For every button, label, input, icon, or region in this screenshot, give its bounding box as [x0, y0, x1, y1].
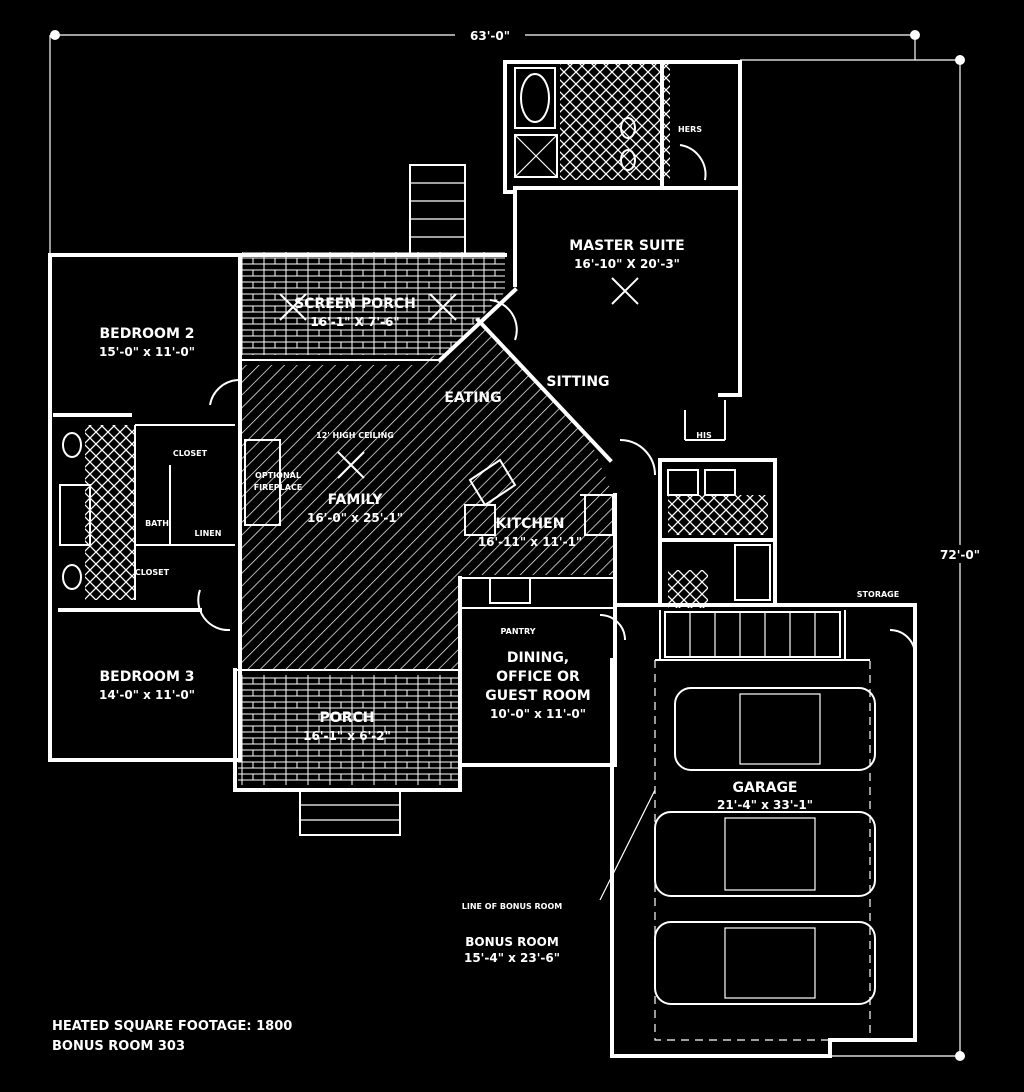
dining-label-2: OFFICE OR: [496, 669, 580, 685]
half-bath-tile: [668, 570, 708, 608]
linen-label: LINEN: [195, 529, 222, 538]
family-size: 16'-0" x 25'-1": [307, 511, 403, 525]
porch-floor: [238, 675, 460, 785]
garage-label: GARAGE: [733, 780, 798, 796]
depth-dimension: 72'-0": [940, 548, 980, 562]
hers-label: HERS: [678, 125, 702, 134]
fireplace-label-1: OPTIONAL: [255, 471, 301, 480]
screen-porch-label: SCREEN PORCH: [294, 296, 416, 312]
screen-porch-floor: [242, 252, 505, 355]
porch-size: 16'-1" x 6'-2": [303, 729, 391, 743]
pantry-label: PANTRY: [501, 627, 536, 636]
eating-label: EATING: [444, 390, 501, 406]
bonus-room-label: BONUS ROOM: [465, 935, 559, 949]
bath-label: BATH: [145, 519, 169, 528]
door-swings: [197, 144, 916, 656]
width-dimension: 63'-0": [470, 29, 510, 43]
bonus-room-leader: [599, 789, 656, 901]
closet-lower-label: CLOSET: [135, 568, 170, 577]
kitchen-label: KITCHEN: [496, 516, 565, 532]
family-label: FAMILY: [328, 492, 384, 508]
kitchen-island-sink: [468, 458, 517, 507]
car-1: [674, 687, 876, 771]
storage-label: STORAGE: [857, 590, 899, 599]
his-label: HIS: [696, 431, 712, 440]
ceiling-fans: [279, 277, 639, 479]
closet-upper-label: CLOSET: [173, 449, 208, 458]
range: [489, 577, 531, 604]
car-2: [654, 811, 876, 897]
master-suite-size: 16'-10" X 20'-3": [574, 257, 680, 271]
washer: [667, 469, 699, 496]
kitchen-counter: [464, 504, 496, 536]
master-sink-2: [620, 149, 636, 171]
hall-bath-tile: [85, 425, 135, 600]
dining-label-1: DINING,: [507, 650, 569, 666]
hall-sink-2: [62, 564, 82, 590]
hall-tub: [59, 484, 91, 546]
garage-size: 21'-4" x 33'-1": [717, 798, 813, 812]
bedroom2-label: BEDROOM 2: [100, 326, 195, 342]
dining-label-3: GUEST ROOM: [485, 688, 590, 704]
garage-steps: [664, 611, 841, 658]
master-tub: [514, 67, 556, 129]
heated-square-footage: HEATED SQUARE FOOTAGE: 1800: [52, 1019, 292, 1034]
bedroom2-size: 15'-0" x 11'-0": [99, 345, 195, 359]
master-suite-label: MASTER SUITE: [569, 238, 684, 254]
master-sink-1: [620, 117, 636, 139]
screen-porch-size: 16'-1" X 7'-6": [310, 315, 399, 329]
master-shower: [514, 134, 558, 178]
porch-label: PORCH: [320, 710, 375, 726]
laundry-sink: [734, 544, 771, 601]
fireplace-label-2: FIREPLACE: [254, 483, 303, 492]
refrigerator: [584, 494, 614, 536]
bonus-room-footage: BONUS ROOM 303: [52, 1039, 185, 1054]
fireplace: [244, 439, 281, 526]
front-steps: [299, 789, 401, 836]
family-floor-hatch: [240, 325, 615, 670]
dryer: [704, 469, 736, 496]
rear-steps: [409, 164, 466, 256]
bedroom3-size: 14'-0" x 11'-0": [99, 688, 195, 702]
sitting-label: SITTING: [546, 374, 609, 390]
bonus-line-label: LINE OF BONUS ROOM: [462, 902, 562, 911]
kitchen-size: 16'-11" x 11'-1": [478, 535, 582, 549]
laundry-tile: [668, 495, 768, 535]
dining-size: 10'-0" x 11'-0": [490, 707, 586, 721]
master-bath-tile: [560, 62, 670, 180]
car-3: [654, 921, 876, 1005]
family-ceiling-label: 12' HIGH CEILING: [316, 431, 394, 440]
bedroom3-label: BEDROOM 3: [100, 669, 195, 685]
hall-sink-1: [62, 432, 82, 458]
bonus-room-size: 15'-4" x 23'-6": [464, 951, 560, 965]
